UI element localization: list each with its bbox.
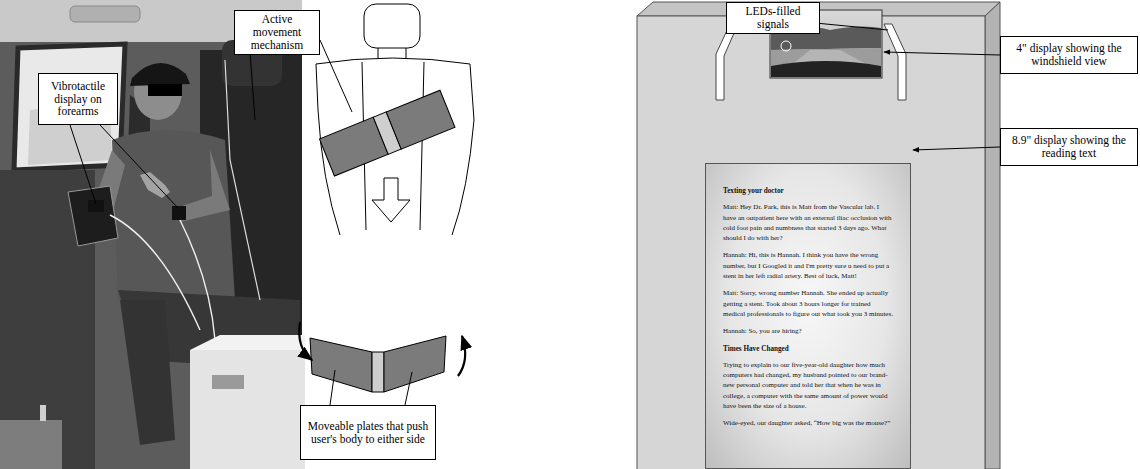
callout-box: Active movement mechanism (234, 10, 320, 55)
leader-lines (70, 40, 412, 405)
callout-text: LEDs-filled signals (731, 5, 815, 31)
hollow-arrow (372, 178, 410, 222)
callout-text: Active movement mechanism (239, 13, 315, 52)
callout-box: Moveable plates that push user's body to… (300, 405, 436, 460)
article-heading: Texting your doctor (723, 186, 894, 196)
callout-box: LEDs-filled signals (726, 2, 820, 34)
callout-text: Moveable plates that push user's body to… (305, 420, 431, 446)
article-paragraph: Hannah: So, you are hiring? (723, 326, 894, 336)
folded-plates (299, 322, 465, 392)
callout-leaders (733, 22, 1000, 150)
callout-text: Vibrotactile display on forearms (43, 80, 113, 119)
callout-box: 8.9" display showing the reading text (1000, 128, 1138, 166)
article-paragraph: Hannah: Hi, this is Hannah. I think you … (723, 250, 894, 281)
article-heading: Times Have Changed (723, 344, 894, 354)
article-paragraph: Trying to explain to our five-year-old d… (723, 360, 894, 411)
article-paragraph: Matt: Sorry, wrong number Hannah. She en… (723, 288, 894, 319)
active-plate (319, 90, 455, 176)
callout-box: 4" display showing the windshield view (1000, 36, 1138, 74)
callout-box: Vibrotactile display on forearms (38, 73, 118, 125)
led-signals (716, 24, 906, 100)
car-photo (0, 0, 305, 469)
seat-drawing (316, 4, 474, 235)
reading-display: Texting your doctorMatt: Hey Dr. Park, t… (705, 163, 911, 469)
article-paragraph: Matt: Hey Dr. Park, this is Matt from th… (723, 202, 894, 243)
article-paragraph: Wide-eyed, our daughter asked, “How big … (723, 418, 894, 428)
callout-text: 4" display showing the windshield view (1005, 42, 1133, 68)
callout-text: 8.9" display showing the reading text (1005, 134, 1133, 160)
device-box (637, 2, 1000, 469)
